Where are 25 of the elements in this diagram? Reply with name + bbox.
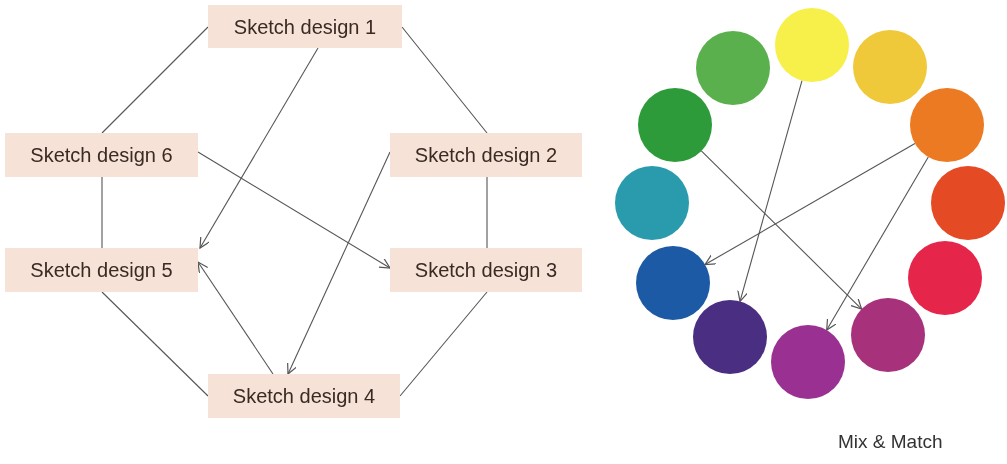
connector-line [101,176,103,249]
arrow [287,151,391,375]
arrow [826,156,929,331]
connector-line [401,26,488,134]
process-box: Sketch design 5 [5,248,198,292]
arrow [700,150,863,310]
arrow [197,151,391,269]
arrow [737,80,803,302]
arrow [199,47,319,249]
connector-line [486,176,488,249]
circle-swatch [851,298,925,372]
process-box: Sketch design 2 [390,133,582,177]
connector-line [101,26,209,134]
process-box: Sketch design 6 [5,133,198,177]
process-box: Sketch design 4 [208,374,400,418]
connector-line [399,291,488,397]
connector-line [101,291,209,397]
arrow [704,142,916,266]
caption-text: Mix & Match [838,430,943,454]
arrow [197,261,274,375]
circle-swatch [908,241,982,315]
circle-swatch [638,88,712,162]
circle-swatch [910,88,984,162]
process-box: Sketch design 1 [208,5,402,48]
process-box: Sketch design 3 [390,248,582,292]
